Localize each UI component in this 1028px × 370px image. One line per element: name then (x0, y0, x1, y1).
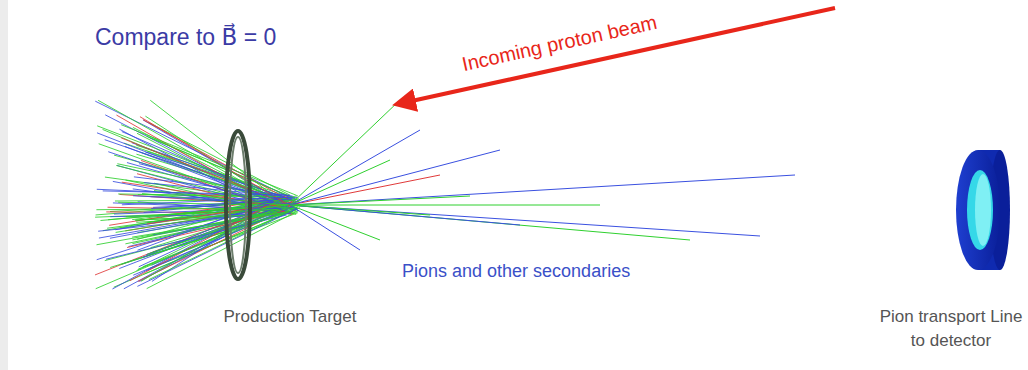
transport-label: Pion transport Line to detector (878, 305, 1024, 353)
figure-title: Compare to B⃗ = 0 (95, 24, 276, 51)
secondaries-label: Pions and other secondaries (400, 261, 632, 282)
proton-beam-arrow (398, 8, 835, 104)
side-bar (0, 0, 8, 370)
target-inner (230, 137, 246, 273)
target-label: Production Target (220, 305, 360, 329)
beam-label: Incoming proton beam (460, 11, 659, 76)
particle-tracks (95, 100, 795, 289)
transport-cylinder (956, 150, 1010, 270)
production-target (226, 131, 250, 279)
